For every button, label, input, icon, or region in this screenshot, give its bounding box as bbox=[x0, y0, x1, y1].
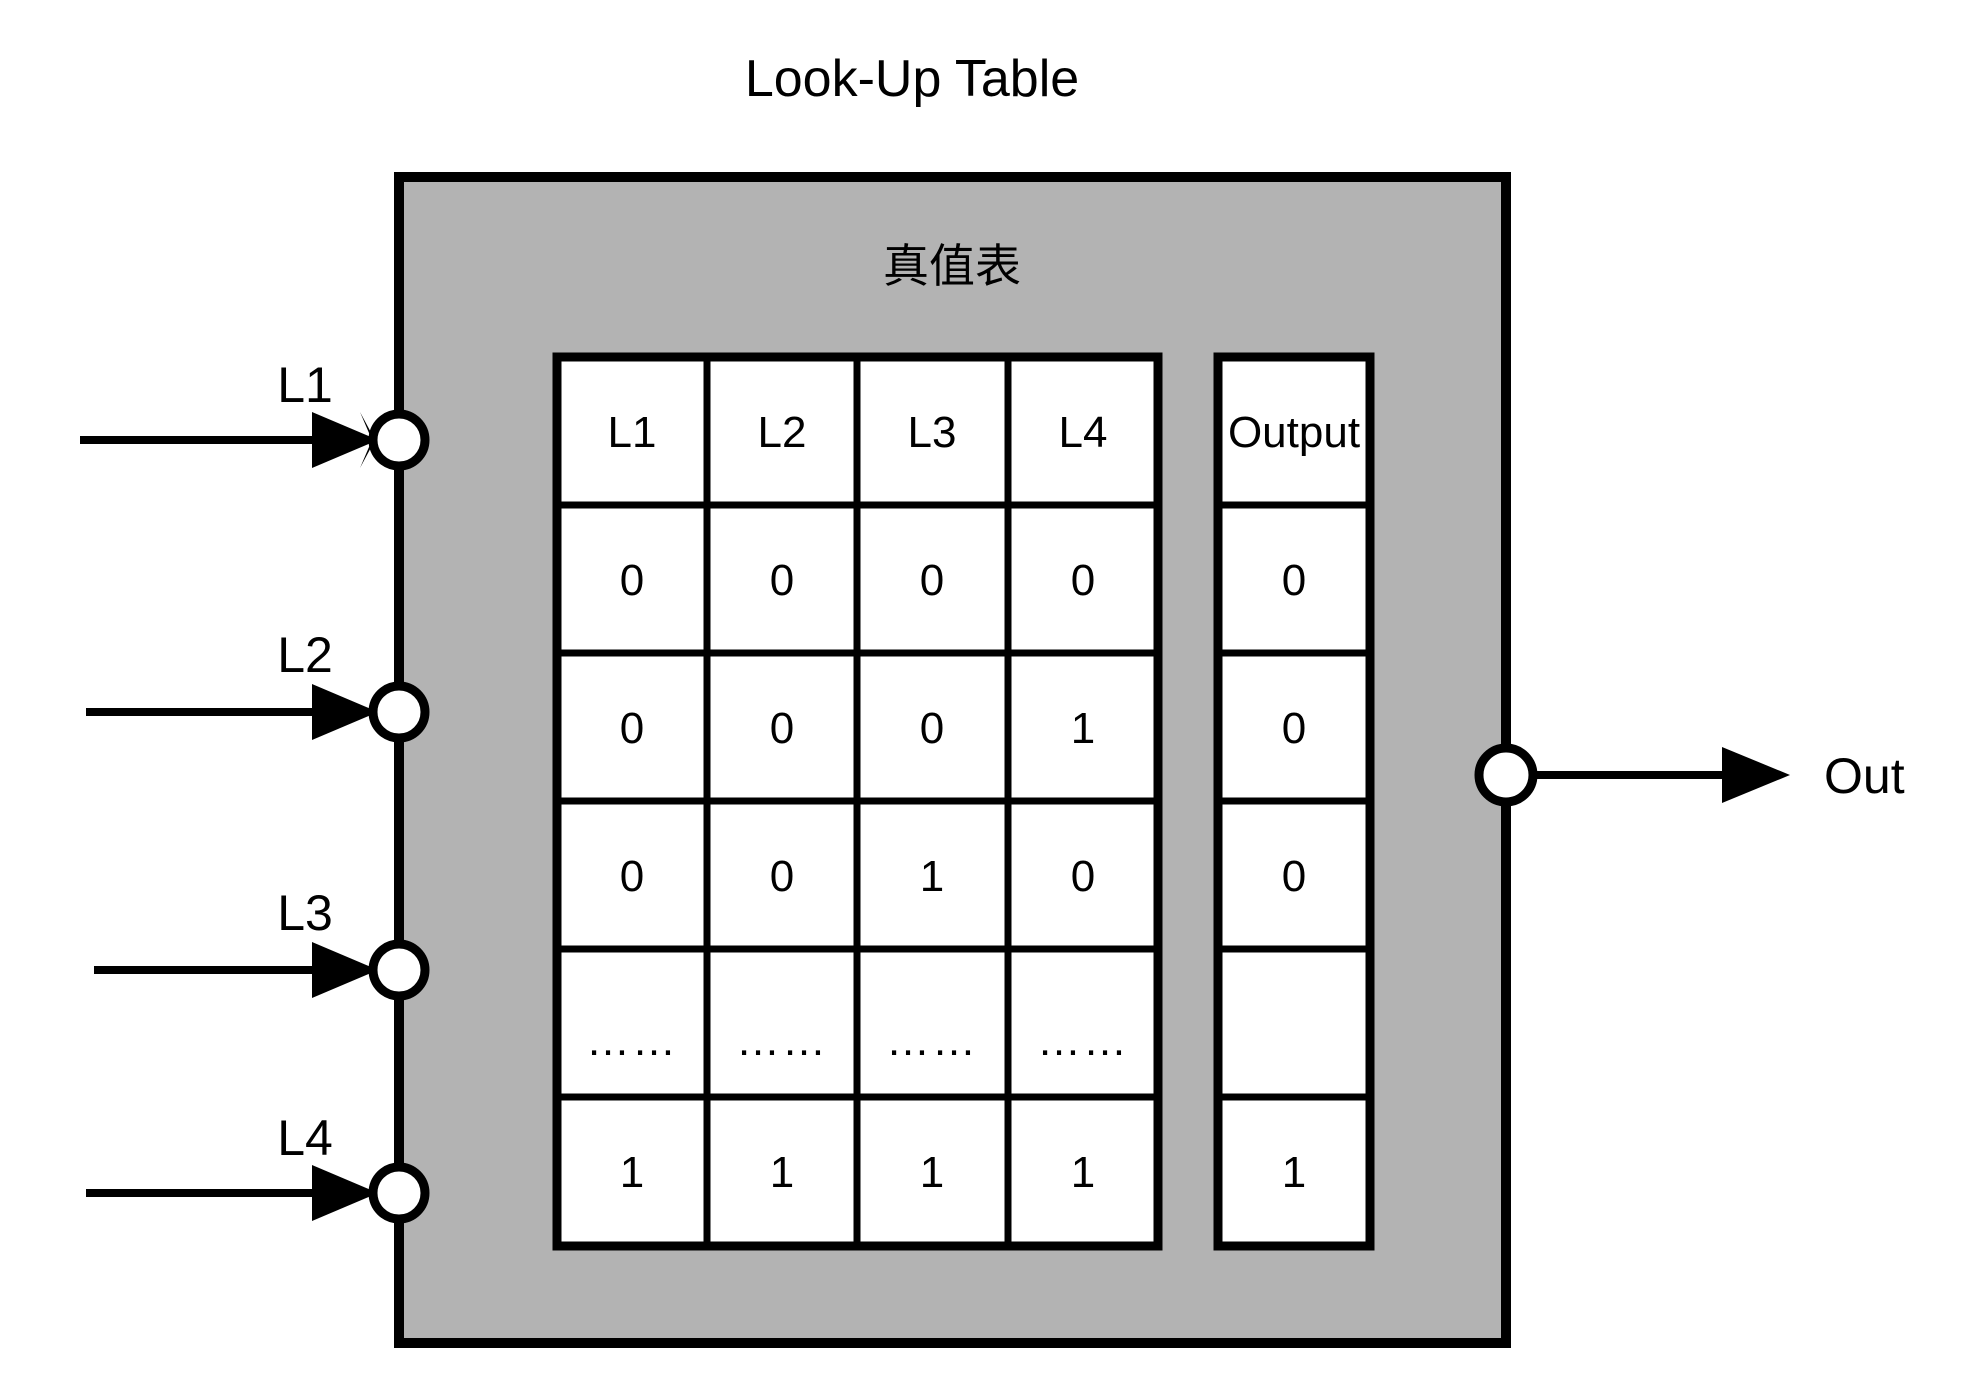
output-port-out[interactable] bbox=[1474, 743, 1538, 807]
table-cell: 0 bbox=[770, 556, 794, 605]
input-label-l3: L3 bbox=[277, 885, 333, 941]
input-wire-l2 bbox=[86, 684, 378, 740]
table-cell-ellipsis: …… bbox=[886, 1016, 978, 1065]
input-label-l4: L4 bbox=[277, 1110, 333, 1166]
table-cell: 1 bbox=[1071, 1148, 1095, 1197]
page-title: Look-Up Table bbox=[745, 50, 1079, 108]
table-cell: 1 bbox=[920, 852, 944, 901]
table-cell: 1 bbox=[1071, 704, 1095, 753]
table-header-output: Output bbox=[1228, 408, 1360, 457]
table-cell-output: 0 bbox=[1282, 852, 1306, 901]
table-header-l4: L4 bbox=[1059, 408, 1108, 457]
table-cell-output: 0 bbox=[1282, 704, 1306, 753]
table-header-l3: L3 bbox=[908, 408, 957, 457]
table-cell: 0 bbox=[620, 704, 644, 753]
table-header-l1: L1 bbox=[608, 408, 657, 457]
table-cell: 1 bbox=[770, 1148, 794, 1197]
input-port-l3[interactable] bbox=[368, 939, 430, 1001]
table-header-l2: L2 bbox=[758, 408, 807, 457]
table-cell-output: 1 bbox=[1282, 1148, 1306, 1197]
table-cell-ellipsis: …… bbox=[736, 1016, 828, 1065]
output-label: Out bbox=[1824, 748, 1905, 804]
input-port-l1[interactable] bbox=[368, 409, 430, 471]
table-cell-ellipsis: …… bbox=[1037, 1016, 1129, 1065]
truth-table-caption: 真值表 bbox=[883, 239, 1021, 293]
table-cell: 0 bbox=[920, 704, 944, 753]
table-cell: 0 bbox=[620, 556, 644, 605]
output-wire bbox=[1533, 747, 1790, 803]
table-cell-output: 0 bbox=[1282, 556, 1306, 605]
input-wire-l3 bbox=[94, 942, 378, 998]
input-wire-l1 bbox=[80, 412, 378, 468]
table-cell-ellipsis: …… bbox=[586, 1016, 678, 1065]
input-label-l2: L2 bbox=[277, 627, 333, 683]
table-cell: 1 bbox=[920, 1148, 944, 1197]
table-cell: 0 bbox=[1071, 556, 1095, 605]
table-cell: 0 bbox=[770, 704, 794, 753]
truth-table-output: Output 0 0 0 1 bbox=[1213, 352, 1375, 1251]
table-cell: 1 bbox=[620, 1148, 644, 1197]
input-label-l1: L1 bbox=[277, 357, 333, 413]
table-cell: 0 bbox=[1071, 852, 1095, 901]
input-port-l4[interactable] bbox=[368, 1162, 430, 1224]
table-cell: 0 bbox=[920, 556, 944, 605]
table-cell: 0 bbox=[620, 852, 644, 901]
truth-table-inputs: L1 L2 L3 L4 0 0 0 0 0 0 0 1 0 0 1 0 …… …… bbox=[552, 352, 1163, 1251]
input-wire-l4 bbox=[86, 1165, 378, 1221]
input-port-l2[interactable] bbox=[368, 681, 430, 743]
table-cell: 0 bbox=[770, 852, 794, 901]
